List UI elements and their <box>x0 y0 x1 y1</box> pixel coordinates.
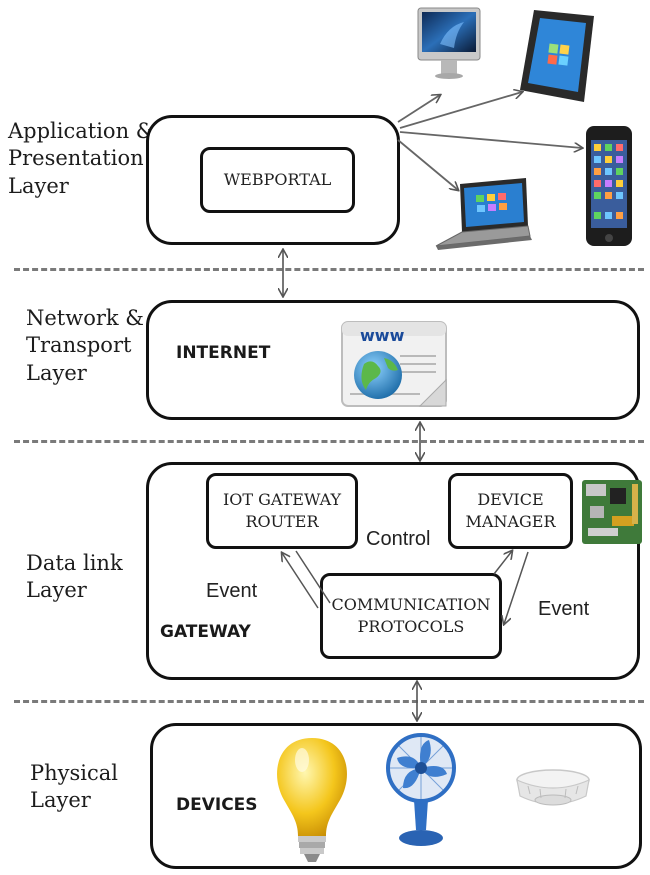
app-device-arrows <box>397 92 582 190</box>
imac-icon <box>417 7 481 79</box>
devices-label: DEVICES <box>176 795 258 815</box>
www-text: www <box>360 326 405 345</box>
raspberry-pi-board-icon <box>582 480 642 544</box>
webportal-box: WEBPORTAL <box>200 147 355 213</box>
layer-link-arrows <box>283 250 420 720</box>
communication-protocols-box: COMMUNICATION PROTOCOLS <box>320 573 502 659</box>
desk-fan-icon <box>386 733 456 846</box>
iot-gateway-router-box: IOT GATEWAY ROUTER <box>206 473 358 549</box>
event-left-label: Event <box>206 580 258 602</box>
www-globe-icon: www <box>341 321 447 407</box>
divider-datalink-physical <box>14 700 644 703</box>
application-layer-label: Application & Presentation Layer <box>8 119 155 198</box>
event-right-label: Event <box>538 598 590 620</box>
network-layer-label: Network & Transport Layer <box>26 306 144 385</box>
physical-layer-label: Physical Layer <box>30 761 119 813</box>
smoke-detector-icon <box>516 769 590 806</box>
control-label: Control <box>366 528 431 550</box>
device-manager-box: DEVICE MANAGER <box>448 473 573 549</box>
smartphone-icon <box>586 126 632 246</box>
light-bulb-icon <box>277 738 347 862</box>
internet-label: INTERNET <box>176 343 271 363</box>
gateway-label: GATEWAY <box>160 622 251 642</box>
tablet-icon <box>520 10 594 102</box>
datalink-layer-label: Data link Layer <box>26 551 123 603</box>
divider-app-network <box>14 268 644 271</box>
divider-network-datalink <box>14 440 644 443</box>
gateway-internal-arrows <box>282 551 529 624</box>
laptop-icon <box>435 178 532 250</box>
